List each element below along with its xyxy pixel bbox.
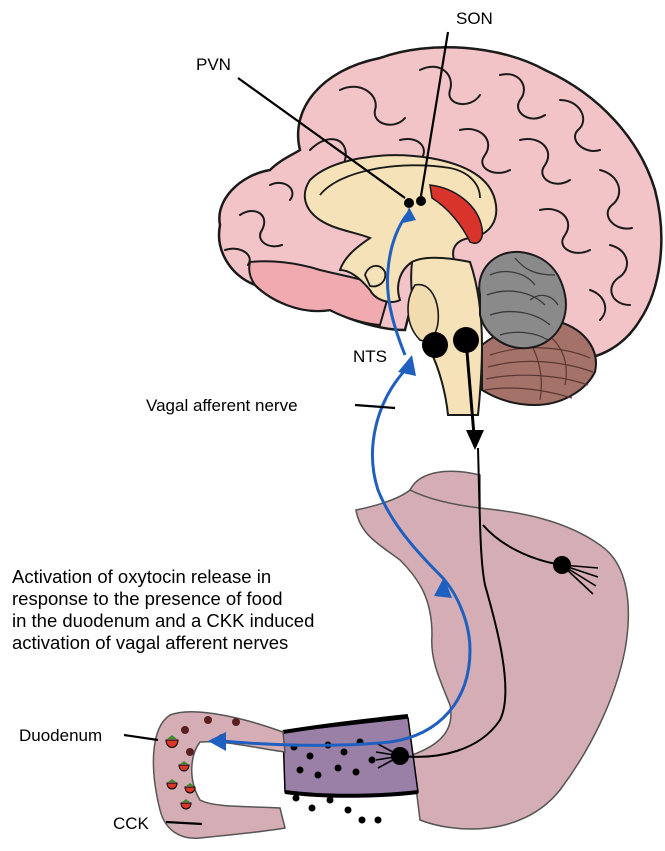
nts-label: NTS: [353, 347, 387, 366]
stomach: [153, 471, 628, 838]
caption-line-2: response to the presence of food: [12, 588, 283, 609]
vagal-leader-line: [355, 405, 395, 408]
caption-line-4: activation of vagal afferent nerves: [12, 632, 288, 653]
duodenum-leader-line: [124, 735, 158, 740]
son-label: SON: [456, 9, 493, 28]
brain: [219, 47, 661, 415]
cck-label: CCK: [113, 814, 150, 833]
duodenum-tube: [153, 712, 285, 839]
nts-neuron-left: [422, 332, 448, 358]
duodenum-label: Duodenum: [19, 726, 102, 745]
vagal-afferent-nerve-label: Vagal afferent nerve: [146, 396, 298, 415]
pvn-label: PVN: [196, 55, 231, 74]
caption-line-3: in the duodenum and a CKK induced: [12, 610, 314, 631]
pvn-nucleus-dot: [404, 198, 414, 208]
pituitary: [365, 266, 385, 287]
caption-line-1: Activation of oxytocin release in: [12, 566, 271, 587]
afferent-arrow-nts: [398, 355, 416, 376]
son-nucleus-dot: [416, 196, 426, 206]
